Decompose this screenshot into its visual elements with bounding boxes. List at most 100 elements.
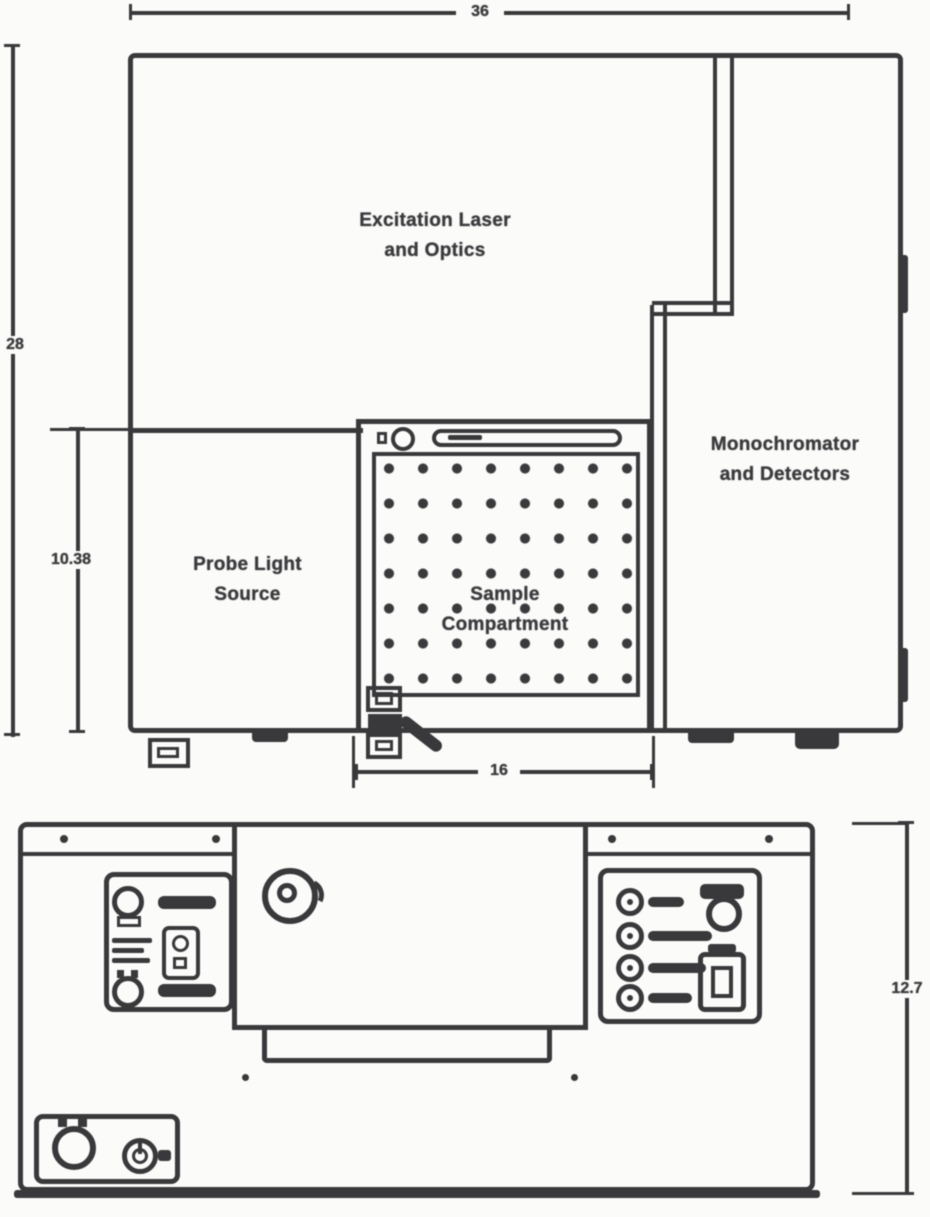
wall-step <box>652 301 734 316</box>
excitation-label-line1: Excitation Laser <box>359 210 511 231</box>
hinge-block-bottom-inner <box>375 740 393 751</box>
door-screw-left <box>242 1074 249 1081</box>
door-knob-icon <box>262 868 318 924</box>
monochromator-label-line1: Monochromator <box>710 434 860 455</box>
dim-probe-tick-bottom <box>69 730 85 733</box>
probe-region-label: Probe Light Source <box>145 550 350 611</box>
monochromator-region-label: Monochromator and Detectors <box>680 430 890 491</box>
probe-label-line1: Probe Light <box>193 554 302 575</box>
dim-probe-extension <box>50 428 130 431</box>
dim-front-tick-top <box>898 821 914 824</box>
bnc-label-bar-1 <box>648 897 684 907</box>
left-toggle-bottom-icon <box>158 984 216 997</box>
dim-height-value: 28 <box>0 336 30 354</box>
dim-front-tick-bottom <box>898 1192 914 1195</box>
bnc-connector-4-icon <box>616 984 644 1012</box>
bnc-label-bar-4 <box>648 993 692 1003</box>
foot-left <box>148 738 190 768</box>
power-entry-plate <box>162 926 200 980</box>
dim-probe-line <box>76 428 80 733</box>
left-panel-label-bar-1 <box>112 938 152 943</box>
wall-probe-top <box>131 428 363 433</box>
dim-height-tick-top <box>4 44 20 47</box>
dim-width-tick-left <box>129 4 132 20</box>
dim-probe-value: 10.38 <box>42 551 100 569</box>
front-base-plate <box>14 1190 820 1198</box>
rect-connector-inner <box>711 966 733 998</box>
sample-breadboard-plate <box>372 452 640 697</box>
flange-line-left <box>23 852 233 856</box>
right-edge-tab-upper <box>899 255 908 313</box>
lid-handle-marking <box>448 435 482 440</box>
foot-left-inner <box>157 747 179 758</box>
left-din-connector-base <box>117 916 141 927</box>
dim-front-ext-bottom <box>852 1192 908 1195</box>
dim-sample-ext-left <box>352 736 355 788</box>
rect-connector-nub <box>708 944 736 953</box>
power-ring-nub-1 <box>58 1118 67 1127</box>
latch-knob-icon <box>391 427 415 451</box>
sample-label-line1: Sample <box>470 584 540 605</box>
dim-front-ext-top <box>852 822 908 825</box>
left-round-connector-icon <box>112 976 144 1008</box>
sample-label-line2: Compartment <box>441 614 569 636</box>
dim-sample-value: 16 <box>478 762 520 780</box>
dim-width-tick-right <box>847 4 850 20</box>
foot-right <box>795 731 839 749</box>
sample-compartment-outline <box>356 419 652 733</box>
left-round-connector-nub-1 <box>117 970 124 978</box>
dim-front-line <box>905 822 909 1195</box>
front-door-tab <box>262 1027 552 1063</box>
left-round-connector-nub-2 <box>131 970 138 978</box>
left-din-connector-icon <box>112 886 144 918</box>
bnc-connector-2-pin <box>627 933 633 939</box>
dim-sample-ext-right <box>652 736 655 788</box>
left-connector-panel <box>104 872 234 1012</box>
dim-front-value: 12.7 <box>884 980 930 998</box>
sample-region-label: Sample Compartment <box>400 580 610 641</box>
front-door-panel <box>232 822 588 1030</box>
excitation-label-line2: and Optics <box>384 240 486 262</box>
power-ring-nub-2 <box>78 1118 87 1127</box>
left-panel-label-bar-2 <box>112 948 144 953</box>
power-entry-switch-icon <box>173 957 187 969</box>
keyswitch-slot <box>138 1142 142 1154</box>
left-panel-label-bar-3 <box>112 958 150 963</box>
latch-catch-icon <box>377 432 387 444</box>
wall-monochromator-left <box>650 305 667 731</box>
keyswitch-nub <box>158 1150 171 1161</box>
flange-screw-3 <box>608 835 616 843</box>
door-knob-hub <box>277 883 297 903</box>
power-inlet-box <box>34 1114 180 1184</box>
bnc-connector-1-pin <box>627 899 633 905</box>
lid-handle-slot <box>432 429 622 447</box>
bnc-label-bar-2 <box>648 931 712 941</box>
flange-line-right <box>588 852 812 856</box>
bnc-connector-3-pin <box>627 965 633 971</box>
bnc-label-bar-3 <box>648 963 706 973</box>
power-inlet-ring-icon <box>52 1126 96 1170</box>
bnc-connector-4-pin <box>627 995 633 1001</box>
keyswitch-icon <box>122 1138 158 1174</box>
dim-width-value: 36 <box>456 3 504 21</box>
hinge-block-top-inner <box>375 692 393 705</box>
excitation-region-label: Excitation Laser and Optics <box>330 206 540 267</box>
rect-connector-icon <box>698 952 746 1012</box>
capped-connector-cap <box>700 884 744 899</box>
power-entry-socket-icon <box>172 935 189 952</box>
bnc-connector-3-icon <box>616 954 644 982</box>
dim-height-line <box>11 45 15 737</box>
wall-excitation-right <box>713 56 734 312</box>
hinge-block-bottom <box>366 733 402 759</box>
foot-mid-left <box>252 731 288 742</box>
probe-label-line2: Source <box>214 584 281 606</box>
right-connector-panel <box>598 868 762 1024</box>
foot-mid-right <box>688 731 734 743</box>
flange-screw-4 <box>765 835 773 843</box>
left-toggle-top-icon <box>158 896 216 909</box>
dim-sample-tick-right <box>650 764 653 780</box>
hinge-block-top <box>366 686 402 712</box>
dim-sample-tick-left <box>355 764 358 780</box>
flange-screw-1 <box>60 835 68 843</box>
